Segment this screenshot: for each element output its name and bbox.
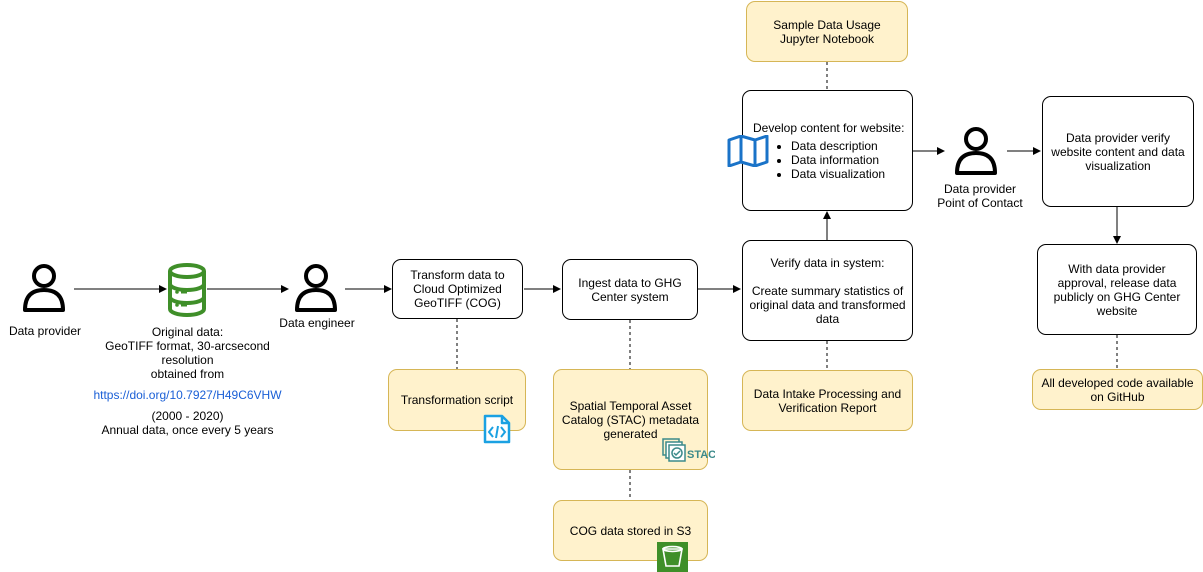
ingest-to-ghg-center-box: Ingest data to GHG Center system xyxy=(562,259,698,320)
github-code-note: All developed code available on GitHub xyxy=(1032,369,1203,410)
data-engineer-label: Data engineer xyxy=(279,316,355,330)
poc-label-line2: Point of Contact xyxy=(937,196,1023,210)
provider-verify-website-box: Data provider verify website content and… xyxy=(1042,96,1194,207)
point-of-contact-person-icon xyxy=(955,127,997,175)
s3-bucket-icon xyxy=(657,542,688,572)
develop-item-description: Data description xyxy=(791,139,885,153)
develop-content-list: Data description Data information Data v… xyxy=(773,139,885,181)
map-icon xyxy=(727,135,769,167)
develop-item-visualization: Data visualization xyxy=(791,167,885,181)
jupyter-notebook-note: Sample Data Usage Jupyter Notebook xyxy=(746,1,908,62)
transform-to-cog-box: Transform data to Cloud Optimized GeoTIF… xyxy=(392,259,523,319)
original-data-source-label: obtained from xyxy=(150,367,225,381)
verify-data-body: Create summary statistics of original da… xyxy=(749,283,906,326)
original-data-resolution: resolution xyxy=(161,353,214,367)
intake-report-note: Data Intake Processing and Verification … xyxy=(742,370,913,431)
stac-metadata-note: Spatial Temporal Asset Catalog (STAC) me… xyxy=(553,369,708,470)
code-file-icon xyxy=(483,414,511,444)
stac-icon-label: STAC xyxy=(687,449,715,461)
poc-label-line1: Data provider xyxy=(943,182,1017,196)
stac-icon: STAC xyxy=(662,438,715,462)
original-data-cadence: Annual data, once every 5 years xyxy=(101,423,274,437)
original-data-title: Original data: xyxy=(151,325,224,339)
develop-item-information: Data information xyxy=(791,153,885,167)
verify-data-box: Verify data in system: Create summary st… xyxy=(742,240,913,341)
database-icon xyxy=(168,263,206,317)
original-data-years: (2000 - 2020) xyxy=(151,409,224,423)
data-engineer-person-icon xyxy=(295,264,337,312)
verify-data-title: Verify data in system: xyxy=(770,255,885,270)
original-data-description: Original data: GeoTIFF format, 30-arcsec… xyxy=(90,325,285,437)
develop-content-title: Develop content for website: xyxy=(753,120,905,135)
release-publicly-box: With data provider approval, release dat… xyxy=(1037,244,1197,335)
original-data-link[interactable]: https://doi.org/10.7927/H49C6VHW xyxy=(93,388,282,402)
data-provider-label: Data provider xyxy=(8,324,82,338)
original-data-format: GeoTIFF format, 30-arcsecond xyxy=(105,339,270,353)
point-of-contact-label: Data provider Point of Contact xyxy=(925,182,1035,210)
data-provider-person-icon xyxy=(23,264,65,312)
